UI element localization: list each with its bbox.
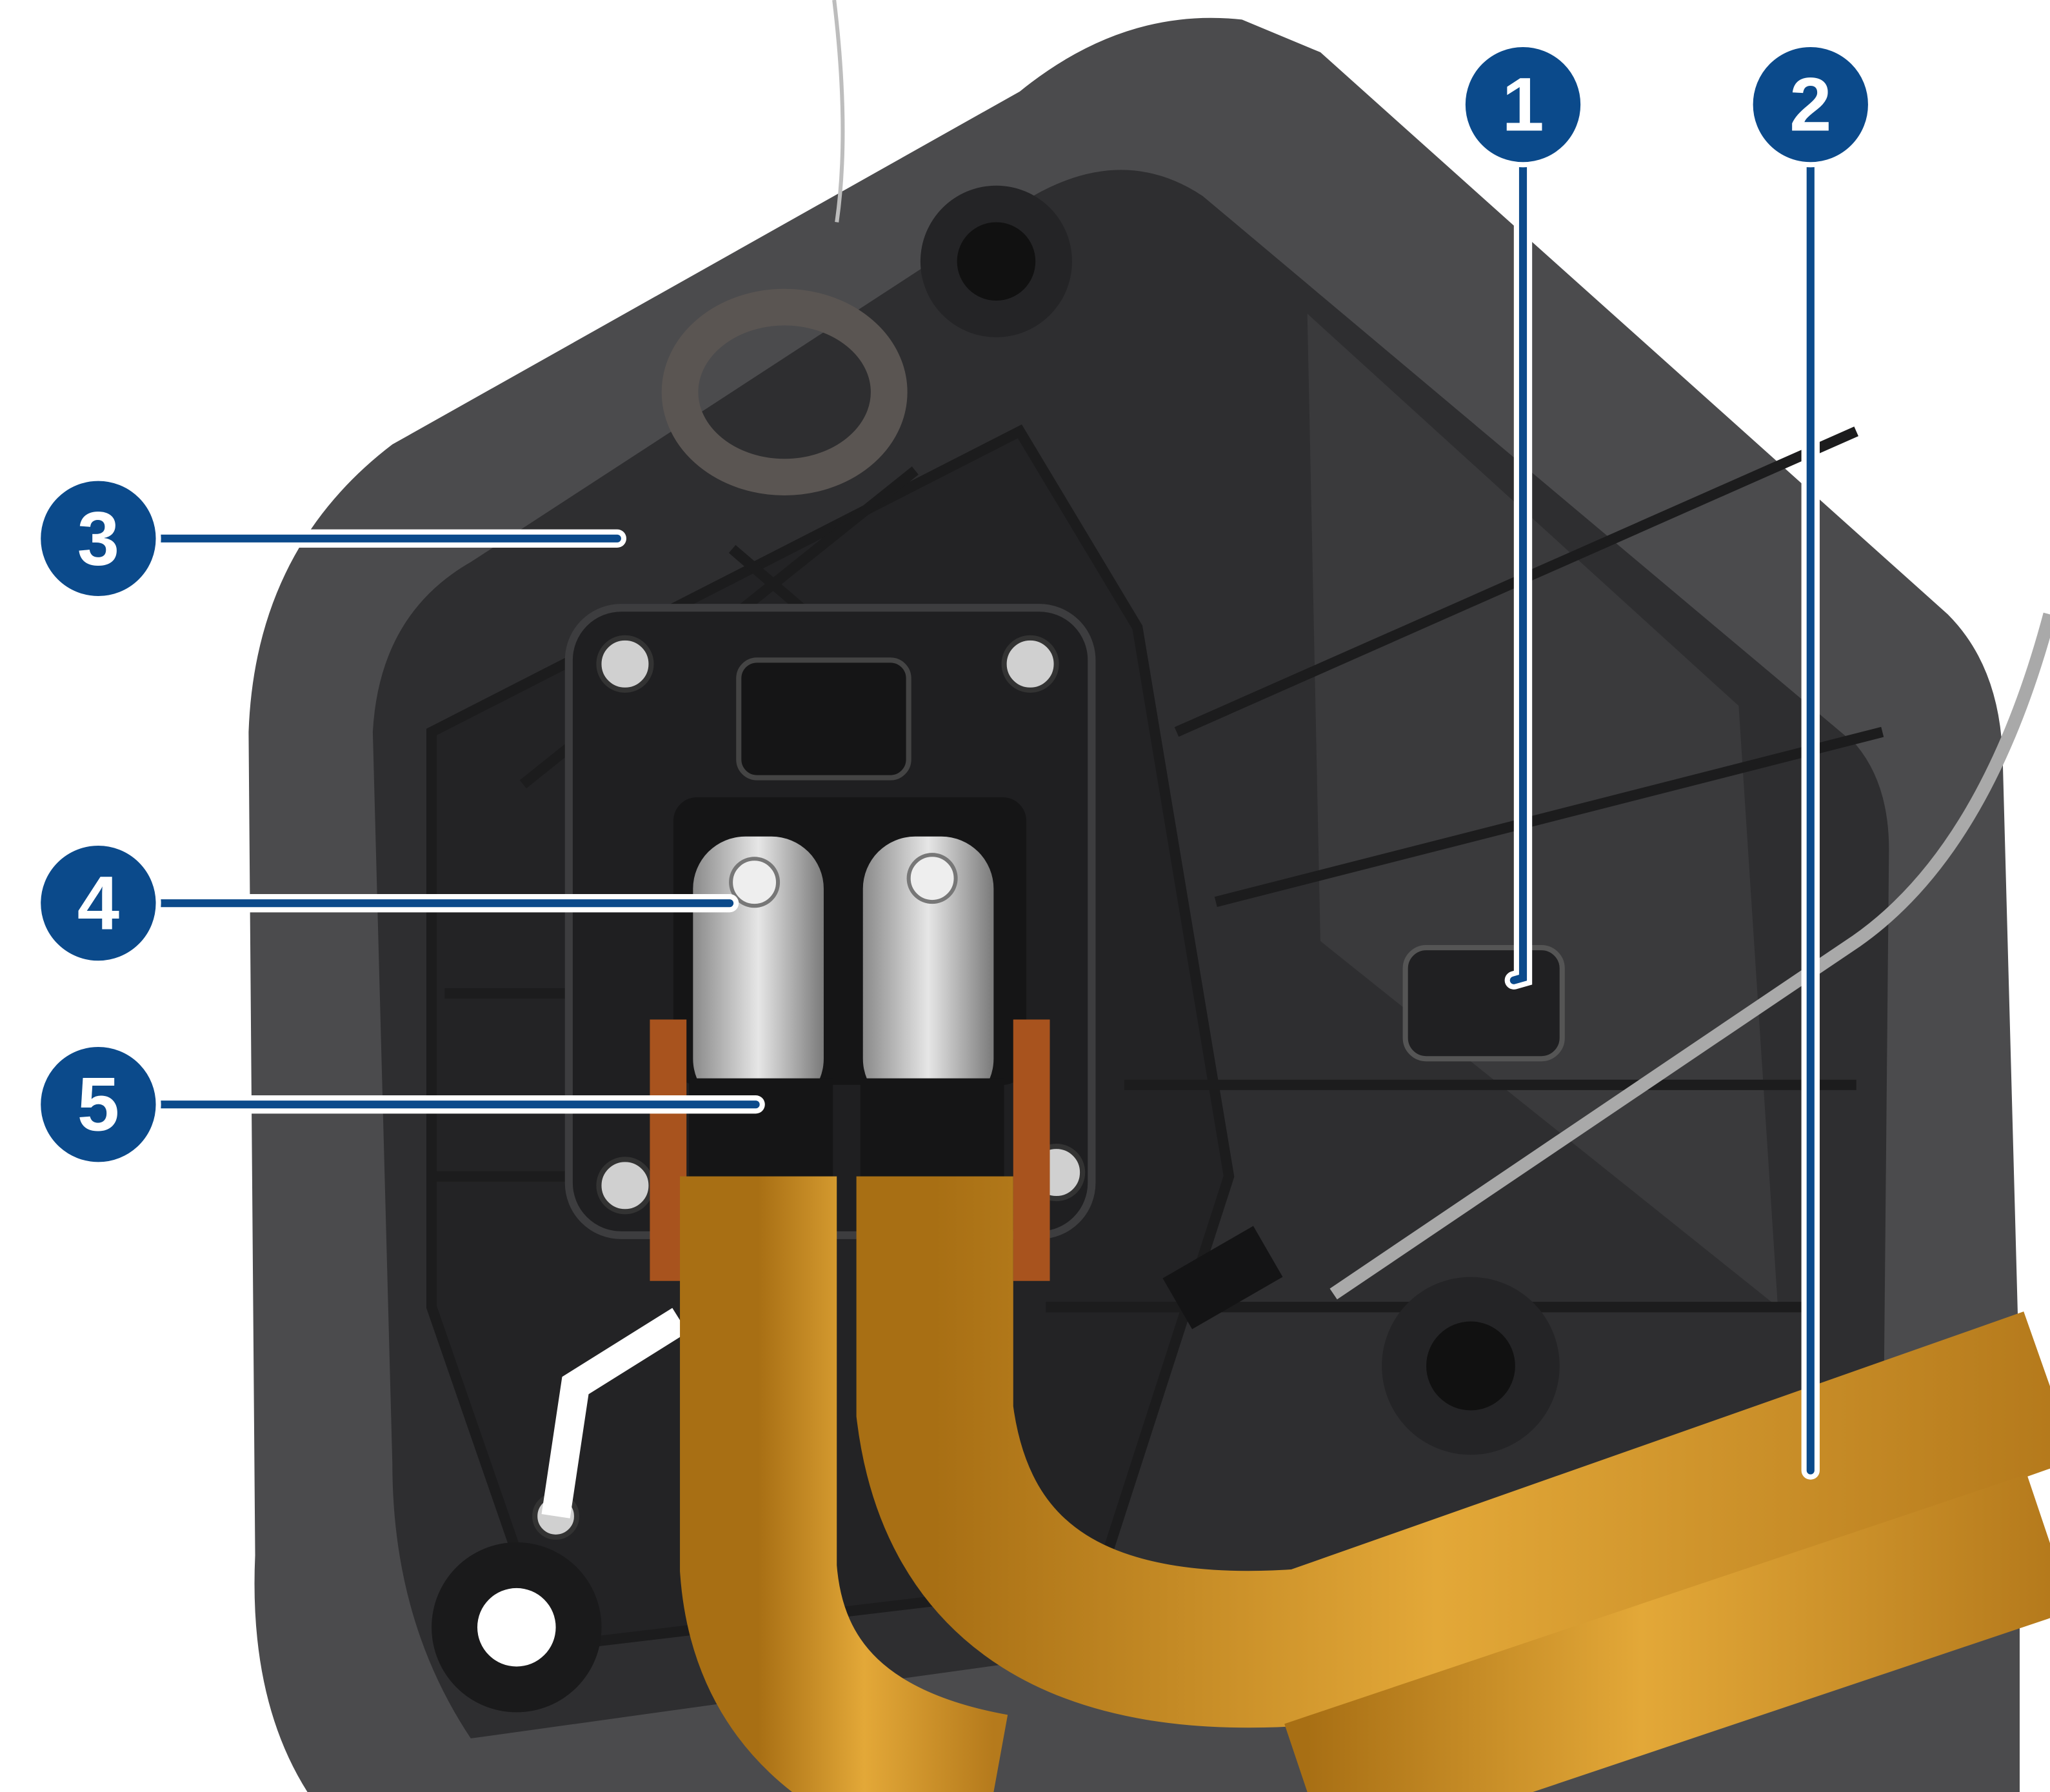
callout-5: 5 (35, 1041, 765, 1168)
callout-3: 3 (35, 475, 626, 602)
wire-clip (1162, 1226, 1283, 1329)
release-cable (832, 0, 845, 223)
callout-2: 2 (1747, 41, 1874, 1480)
latch-link (541, 1308, 688, 1518)
callout-number: 2 (1789, 63, 1831, 147)
signal-connector (736, 657, 911, 781)
callout-number: 4 (77, 861, 119, 946)
callout-number: 5 (77, 1062, 119, 1147)
mount-bosses (432, 185, 1560, 1713)
callout-number: 3 (77, 496, 119, 581)
callout-1: 1 (1460, 41, 1586, 990)
callout-number: 1 (1502, 63, 1544, 147)
hv-cables (680, 1176, 2050, 1792)
housing-wall-shade (1307, 314, 1778, 1308)
sensor-connector (1402, 944, 1565, 1062)
hv-terminals (650, 797, 1050, 1281)
sensor-wire (1329, 612, 2050, 1300)
callout-4: 4 (35, 840, 739, 966)
lanyard-ring (661, 288, 908, 495)
